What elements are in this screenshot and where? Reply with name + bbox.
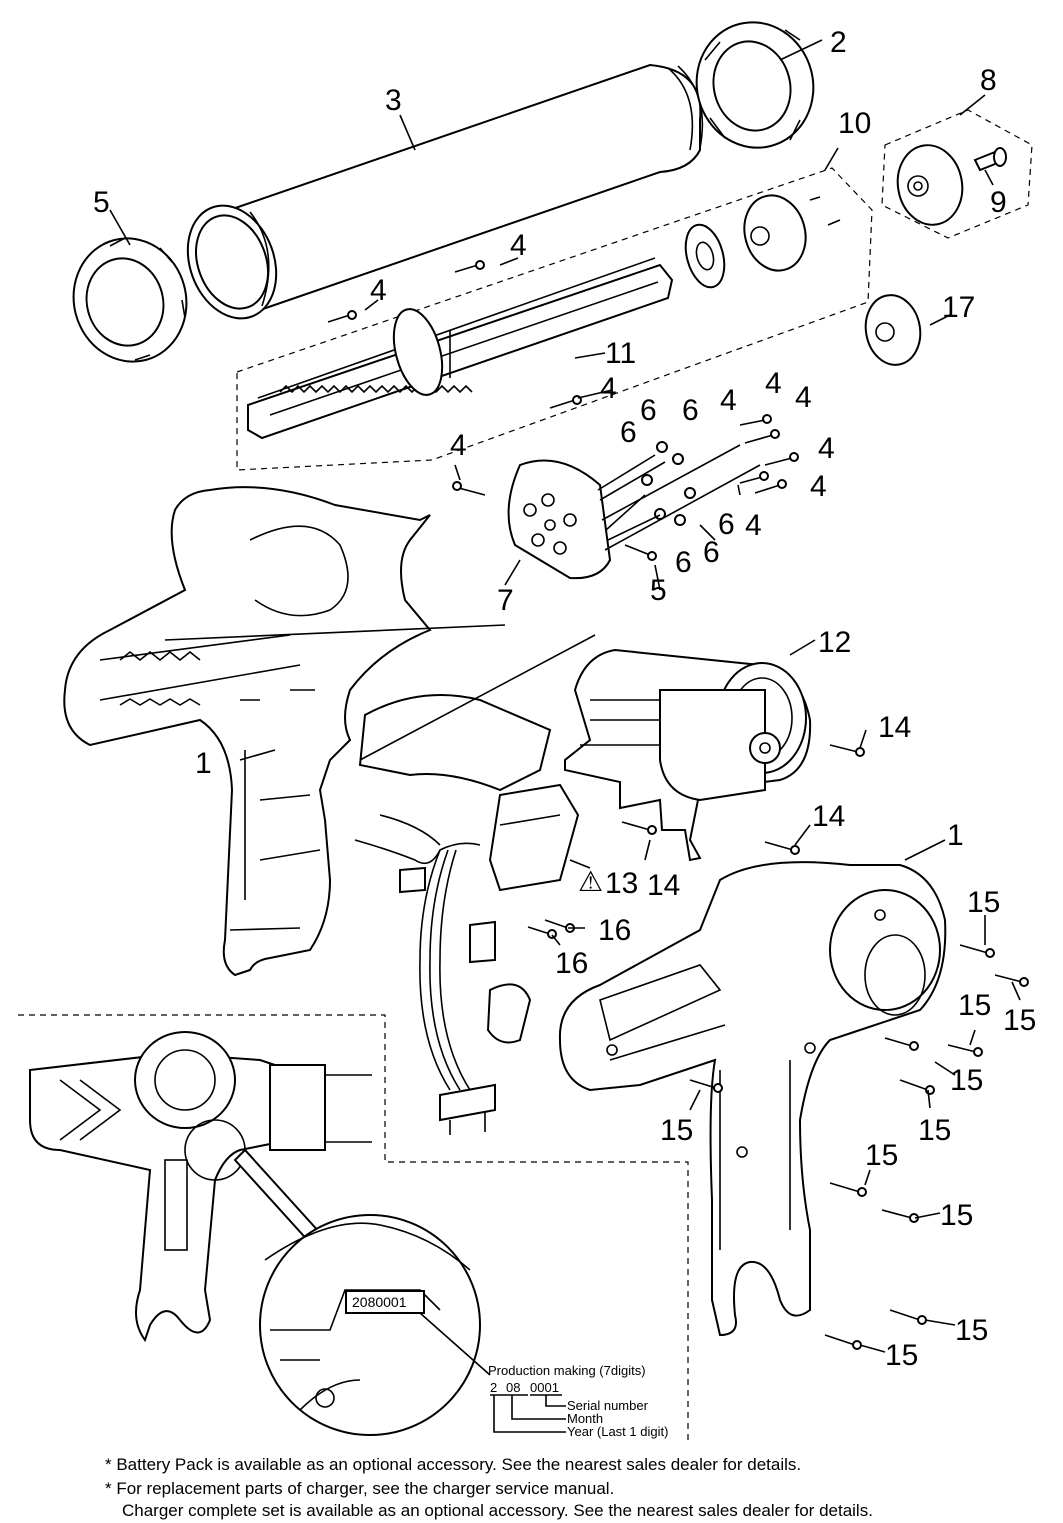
callout-4: 4 bbox=[370, 274, 387, 307]
callout-2: 2 bbox=[830, 26, 847, 59]
cover-plate bbox=[358, 694, 552, 792]
part-3-barrel-tube bbox=[186, 63, 704, 320]
callout-15: 15 bbox=[950, 1064, 983, 1097]
callout-4: 4 bbox=[810, 470, 827, 503]
callout-17: 17 bbox=[942, 291, 975, 324]
callout-1: 1 bbox=[195, 747, 212, 780]
part-2-end-cap bbox=[695, 21, 815, 149]
callout-14: 14 bbox=[647, 869, 680, 902]
screws-part-16 bbox=[527, 919, 575, 939]
leader-lines bbox=[109, 39, 1021, 1353]
callout-16: 16 bbox=[555, 947, 588, 980]
callout-4: 4 bbox=[450, 429, 467, 462]
callout-15: 15 bbox=[660, 1114, 693, 1147]
callout-7: 7 bbox=[497, 584, 514, 617]
callout-4: 5 bbox=[650, 574, 667, 607]
callout-14: 14 bbox=[812, 800, 845, 833]
callout-6: 6 bbox=[718, 508, 735, 541]
callout-15: 15 bbox=[958, 989, 991, 1022]
group-10-boundary bbox=[236, 167, 873, 471]
callout-11: 11 bbox=[605, 337, 636, 370]
part-13-switch-unit bbox=[488, 783, 580, 892]
serial-stamp: 2080001 bbox=[352, 1294, 407, 1310]
callout-15: 15 bbox=[1003, 1004, 1036, 1037]
callout-13-warning: ⚠ bbox=[578, 866, 603, 897]
callout-15: 15 bbox=[955, 1314, 988, 1347]
callout-6: 6 bbox=[703, 536, 720, 569]
callout-4: 4 bbox=[510, 229, 527, 262]
serial-zoom-circle: 2080001 bbox=[259, 1214, 481, 1436]
serial-code-month: 08 bbox=[506, 1380, 520, 1395]
group-8-boundary bbox=[881, 109, 1033, 239]
footnote-charger-manual: * For replacement parts of charger, see … bbox=[105, 1479, 615, 1498]
callout-labels: 1 1 2 3 4 4 4 4 4 4 4 4 4 4 5 5 6 6 6 6 … bbox=[93, 26, 1036, 1372]
part-8-piston bbox=[896, 144, 964, 226]
part-12-motor-gearbox bbox=[564, 648, 812, 862]
screws-part-4 bbox=[327, 196, 841, 561]
callout-15: 15 bbox=[885, 1339, 918, 1372]
callout-6: 6 bbox=[620, 416, 637, 449]
callout-3: 3 bbox=[385, 84, 402, 117]
callout-4: 4 bbox=[818, 432, 835, 465]
serial-code-year: 2 bbox=[490, 1380, 497, 1395]
callout-9: 9 bbox=[990, 186, 1007, 219]
screws-part-15 bbox=[689, 944, 1029, 1350]
footnote-charger-set: Charger complete set is available as an … bbox=[122, 1501, 873, 1520]
serial-code-serial: 0001 bbox=[530, 1380, 559, 1395]
part-7-gear-housing bbox=[507, 444, 761, 580]
serial-label-serial: Serial number bbox=[567, 1398, 649, 1413]
callout-6: 6 bbox=[675, 546, 692, 579]
part-5-front-cap bbox=[72, 237, 188, 363]
part-17-piston-spare bbox=[864, 294, 922, 366]
callout-16: 16 bbox=[598, 914, 631, 947]
callout-4: 4 bbox=[600, 372, 617, 405]
serial-title: Production making (7digits) bbox=[488, 1363, 646, 1378]
part-10-plunger-rack bbox=[247, 194, 807, 440]
wiring-harness bbox=[354, 814, 532, 1135]
callout-14: 14 bbox=[878, 711, 911, 744]
callout-1: 1 bbox=[947, 819, 964, 852]
serial-inset-boundary bbox=[18, 1014, 689, 1440]
callout-12: 12 bbox=[818, 626, 851, 659]
part-1-left-housing bbox=[63, 486, 432, 977]
serial-label-month: Month bbox=[567, 1411, 603, 1426]
serial-label-year: Year (Last 1 digit) bbox=[567, 1424, 668, 1439]
screws-part-14 bbox=[621, 744, 865, 855]
serial-legend: Production making (7digits) 2 08 0001 Se… bbox=[419, 1312, 668, 1439]
callout-15: 15 bbox=[865, 1139, 898, 1172]
callout-5: 5 bbox=[93, 186, 110, 219]
callout-10: 10 bbox=[838, 107, 871, 140]
callout-4: 4 bbox=[795, 381, 812, 414]
callout-15: 15 bbox=[918, 1114, 951, 1147]
callout-13: 13 bbox=[605, 867, 638, 900]
callout-15: 15 bbox=[940, 1199, 973, 1232]
callout-4: 4 bbox=[765, 367, 782, 400]
part-9-screw bbox=[973, 147, 1007, 172]
footnote-battery: * Battery Pack is available as an option… bbox=[105, 1455, 802, 1474]
callout-6: 6 bbox=[682, 394, 699, 427]
callout-8: 8 bbox=[980, 64, 997, 97]
inset-tool-view bbox=[29, 1031, 372, 1343]
callout-4: 4 bbox=[720, 384, 737, 417]
callout-4: 4 bbox=[745, 509, 762, 542]
part-1-right-housing bbox=[558, 861, 947, 1337]
callout-15: 15 bbox=[967, 886, 1000, 919]
callout-6: 6 bbox=[640, 394, 657, 427]
